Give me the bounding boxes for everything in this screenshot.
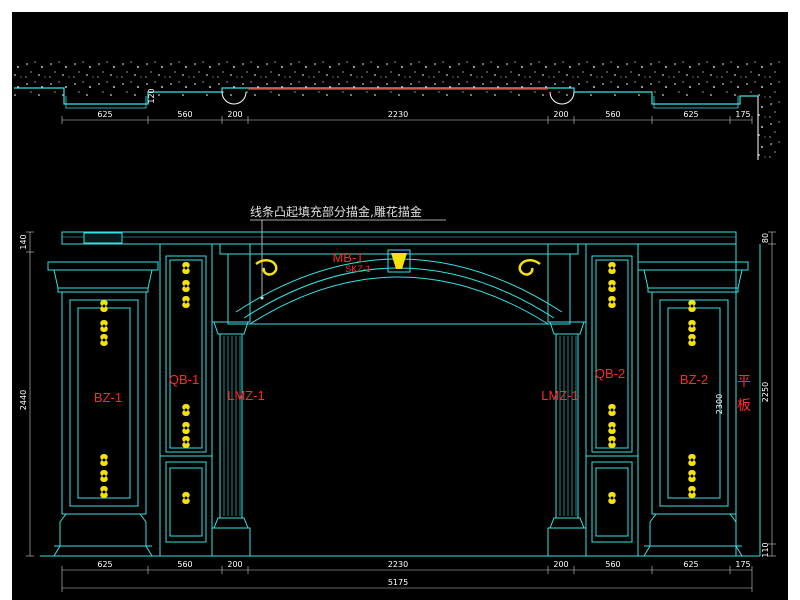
elev-dim-4: 2230 [388,560,408,569]
elev-dim-2: 560 [177,560,192,569]
elev-dim-8: 175 [735,560,750,569]
elev-total-dim: 5175 [388,578,408,587]
elev-left-dim-2: 2440 [19,390,28,410]
plan-dim-3: 200 [227,110,242,119]
label-bz-left: BZ-1 [94,390,122,405]
plan-dim-6: 560 [605,110,620,119]
label-qb-left: QB-1 [169,372,199,387]
elevation-dimensions [26,231,776,592]
elevation-note: 线条凸起填充部分描金,雕花描金 [250,204,422,219]
label-bz-right: BZ-2 [680,372,708,387]
elev-right-dim-3: 110 [761,542,770,557]
drawing-background [12,12,788,600]
elevation-view [40,231,761,557]
elev-dim-1: 625 [97,560,112,569]
label-flat-1: 平 [737,374,751,390]
elev-dim-3: 200 [227,560,242,569]
plan-dim-7: 625 [683,110,698,119]
elev-dim-6: 560 [605,560,620,569]
elev-left-dim-1: 140 [19,234,28,249]
plan-wall-hatch [14,60,780,160]
plan-view: 625 560 200 2230 200 560 625 175 120 [14,60,780,160]
elev-inner-dim: 2300 [715,394,724,414]
plan-dim-4: 2230 [388,110,408,119]
plan-side-dim: 120 [147,88,156,103]
plan-column-left [221,91,247,105]
gold-carvings [100,259,696,504]
plan-column-right [549,91,575,105]
plan-dim-1: 625 [97,110,112,119]
elev-right-dim-1: 80 [761,233,770,243]
elev-dim-5: 200 [553,560,568,569]
elev-dim-7: 625 [683,560,698,569]
plan-dim-2: 560 [177,110,192,119]
plan-dim-8: 175 [735,110,750,119]
label-mb-sub: SKZ-1 [345,264,371,274]
label-lmz-right: LMZ-1 [541,388,579,403]
label-lmz-left: LMZ-1 [227,388,265,403]
label-flat-2: 板 [737,398,751,414]
label-mb: MB-1 [332,250,363,265]
plan-dim-5: 200 [553,110,568,119]
elev-right-dim-2: 2250 [761,382,770,402]
label-qb-right: QB-2 [595,366,625,381]
